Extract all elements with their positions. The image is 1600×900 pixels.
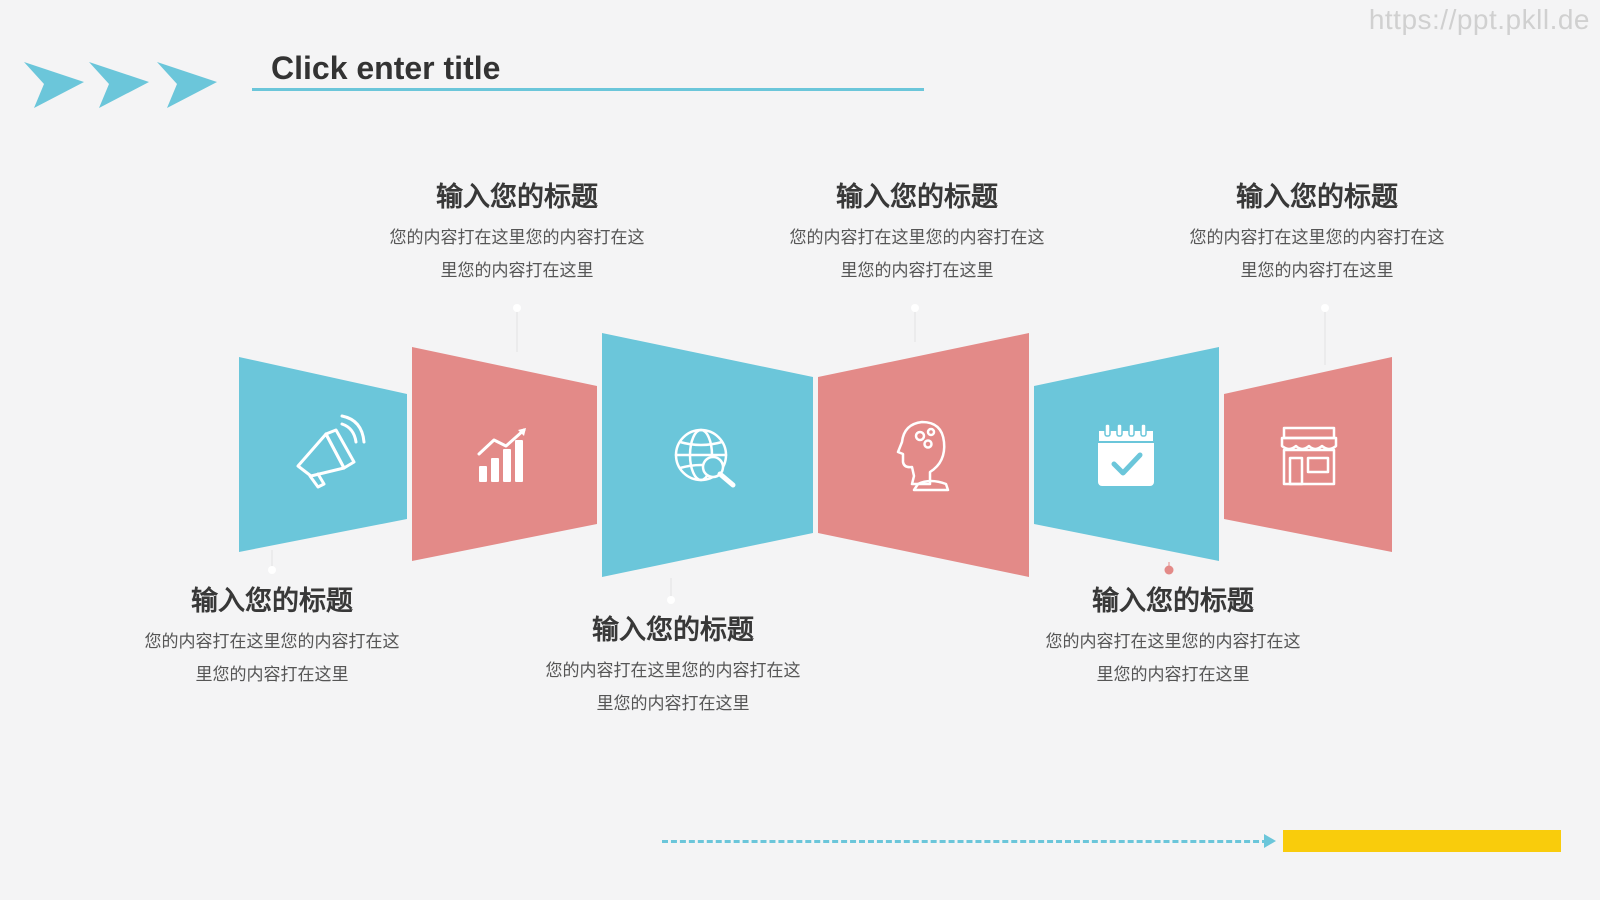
caption-title[interactable]: 输入您的标题 xyxy=(191,586,353,617)
caption-body[interactable]: 您的内容打在这里您的内容打在这里您的内容打在这里 xyxy=(1189,228,1445,281)
caption-title[interactable]: 输入您的标题 xyxy=(836,182,998,213)
leader-lines xyxy=(268,304,1329,604)
caption-body[interactable]: 您的内容打在这里您的内容打在这里您的内容打在这里 xyxy=(144,632,400,685)
panel-6-store xyxy=(1224,357,1392,552)
arrow-head-icon xyxy=(1264,834,1276,848)
caption-title[interactable]: 输入您的标题 xyxy=(436,182,598,213)
watermark-text: https://ppt.pkll.de xyxy=(1368,4,1590,35)
yellow-accent-bar xyxy=(1283,830,1561,852)
caption-body[interactable]: 您的内容打在这里您的内容打在这里您的内容打在这里 xyxy=(389,228,645,281)
caption-title[interactable]: 输入您的标题 xyxy=(1236,182,1398,213)
calendar-check-icon xyxy=(1097,423,1155,486)
decorative-chevron-arrows xyxy=(24,62,217,108)
caption-bottom-3: 输入您的标题 您的内容打在这里您的内容打在这里您的内容打在这里 xyxy=(1023,584,1323,692)
slide-title[interactable]: Click enter title xyxy=(271,50,501,86)
head-gears-icon xyxy=(896,420,950,492)
caption-bottom-2: 输入您的标题 您的内容打在这里您的内容打在这里您的内容打在这里 xyxy=(523,613,823,721)
title-underline xyxy=(252,88,924,91)
chevron-arrow-2 xyxy=(89,62,149,108)
caption-top-1: 输入您的标题 您的内容打在这里您的内容打在这里您的内容打在这里 xyxy=(367,180,667,288)
dashed-arrow-line xyxy=(662,840,1268,843)
megaphone-icon xyxy=(296,414,366,489)
caption-body[interactable]: 您的内容打在这里您的内容打在这里您的内容打在这里 xyxy=(1045,632,1301,685)
globe-search-icon xyxy=(674,428,736,488)
storefront-icon xyxy=(1280,426,1338,486)
panel-4-head xyxy=(818,333,1029,577)
caption-body[interactable]: 您的内容打在这里您的内容打在这里您的内容打在这里 xyxy=(545,661,801,714)
caption-title[interactable]: 输入您的标题 xyxy=(1092,586,1254,617)
panel-1-megaphone xyxy=(239,357,407,552)
caption-title[interactable]: 输入您的标题 xyxy=(592,615,754,646)
caption-top-3: 输入您的标题 您的内容打在这里您的内容打在这里您的内容打在这里 xyxy=(1167,180,1467,288)
leader-dot-pink xyxy=(1164,565,1174,575)
caption-body[interactable]: 您的内容打在这里您的内容打在这里您的内容打在这里 xyxy=(789,228,1045,281)
chevron-arrow-1 xyxy=(24,62,84,108)
caption-top-2: 输入您的标题 您的内容打在这里您的内容打在这里您的内容打在这里 xyxy=(767,180,1067,288)
caption-bottom-1: 输入您的标题 您的内容打在这里您的内容打在这里您的内容打在这里 xyxy=(122,584,422,692)
bar-chart-icon xyxy=(477,428,526,482)
chevron-arrow-3 xyxy=(157,62,217,108)
